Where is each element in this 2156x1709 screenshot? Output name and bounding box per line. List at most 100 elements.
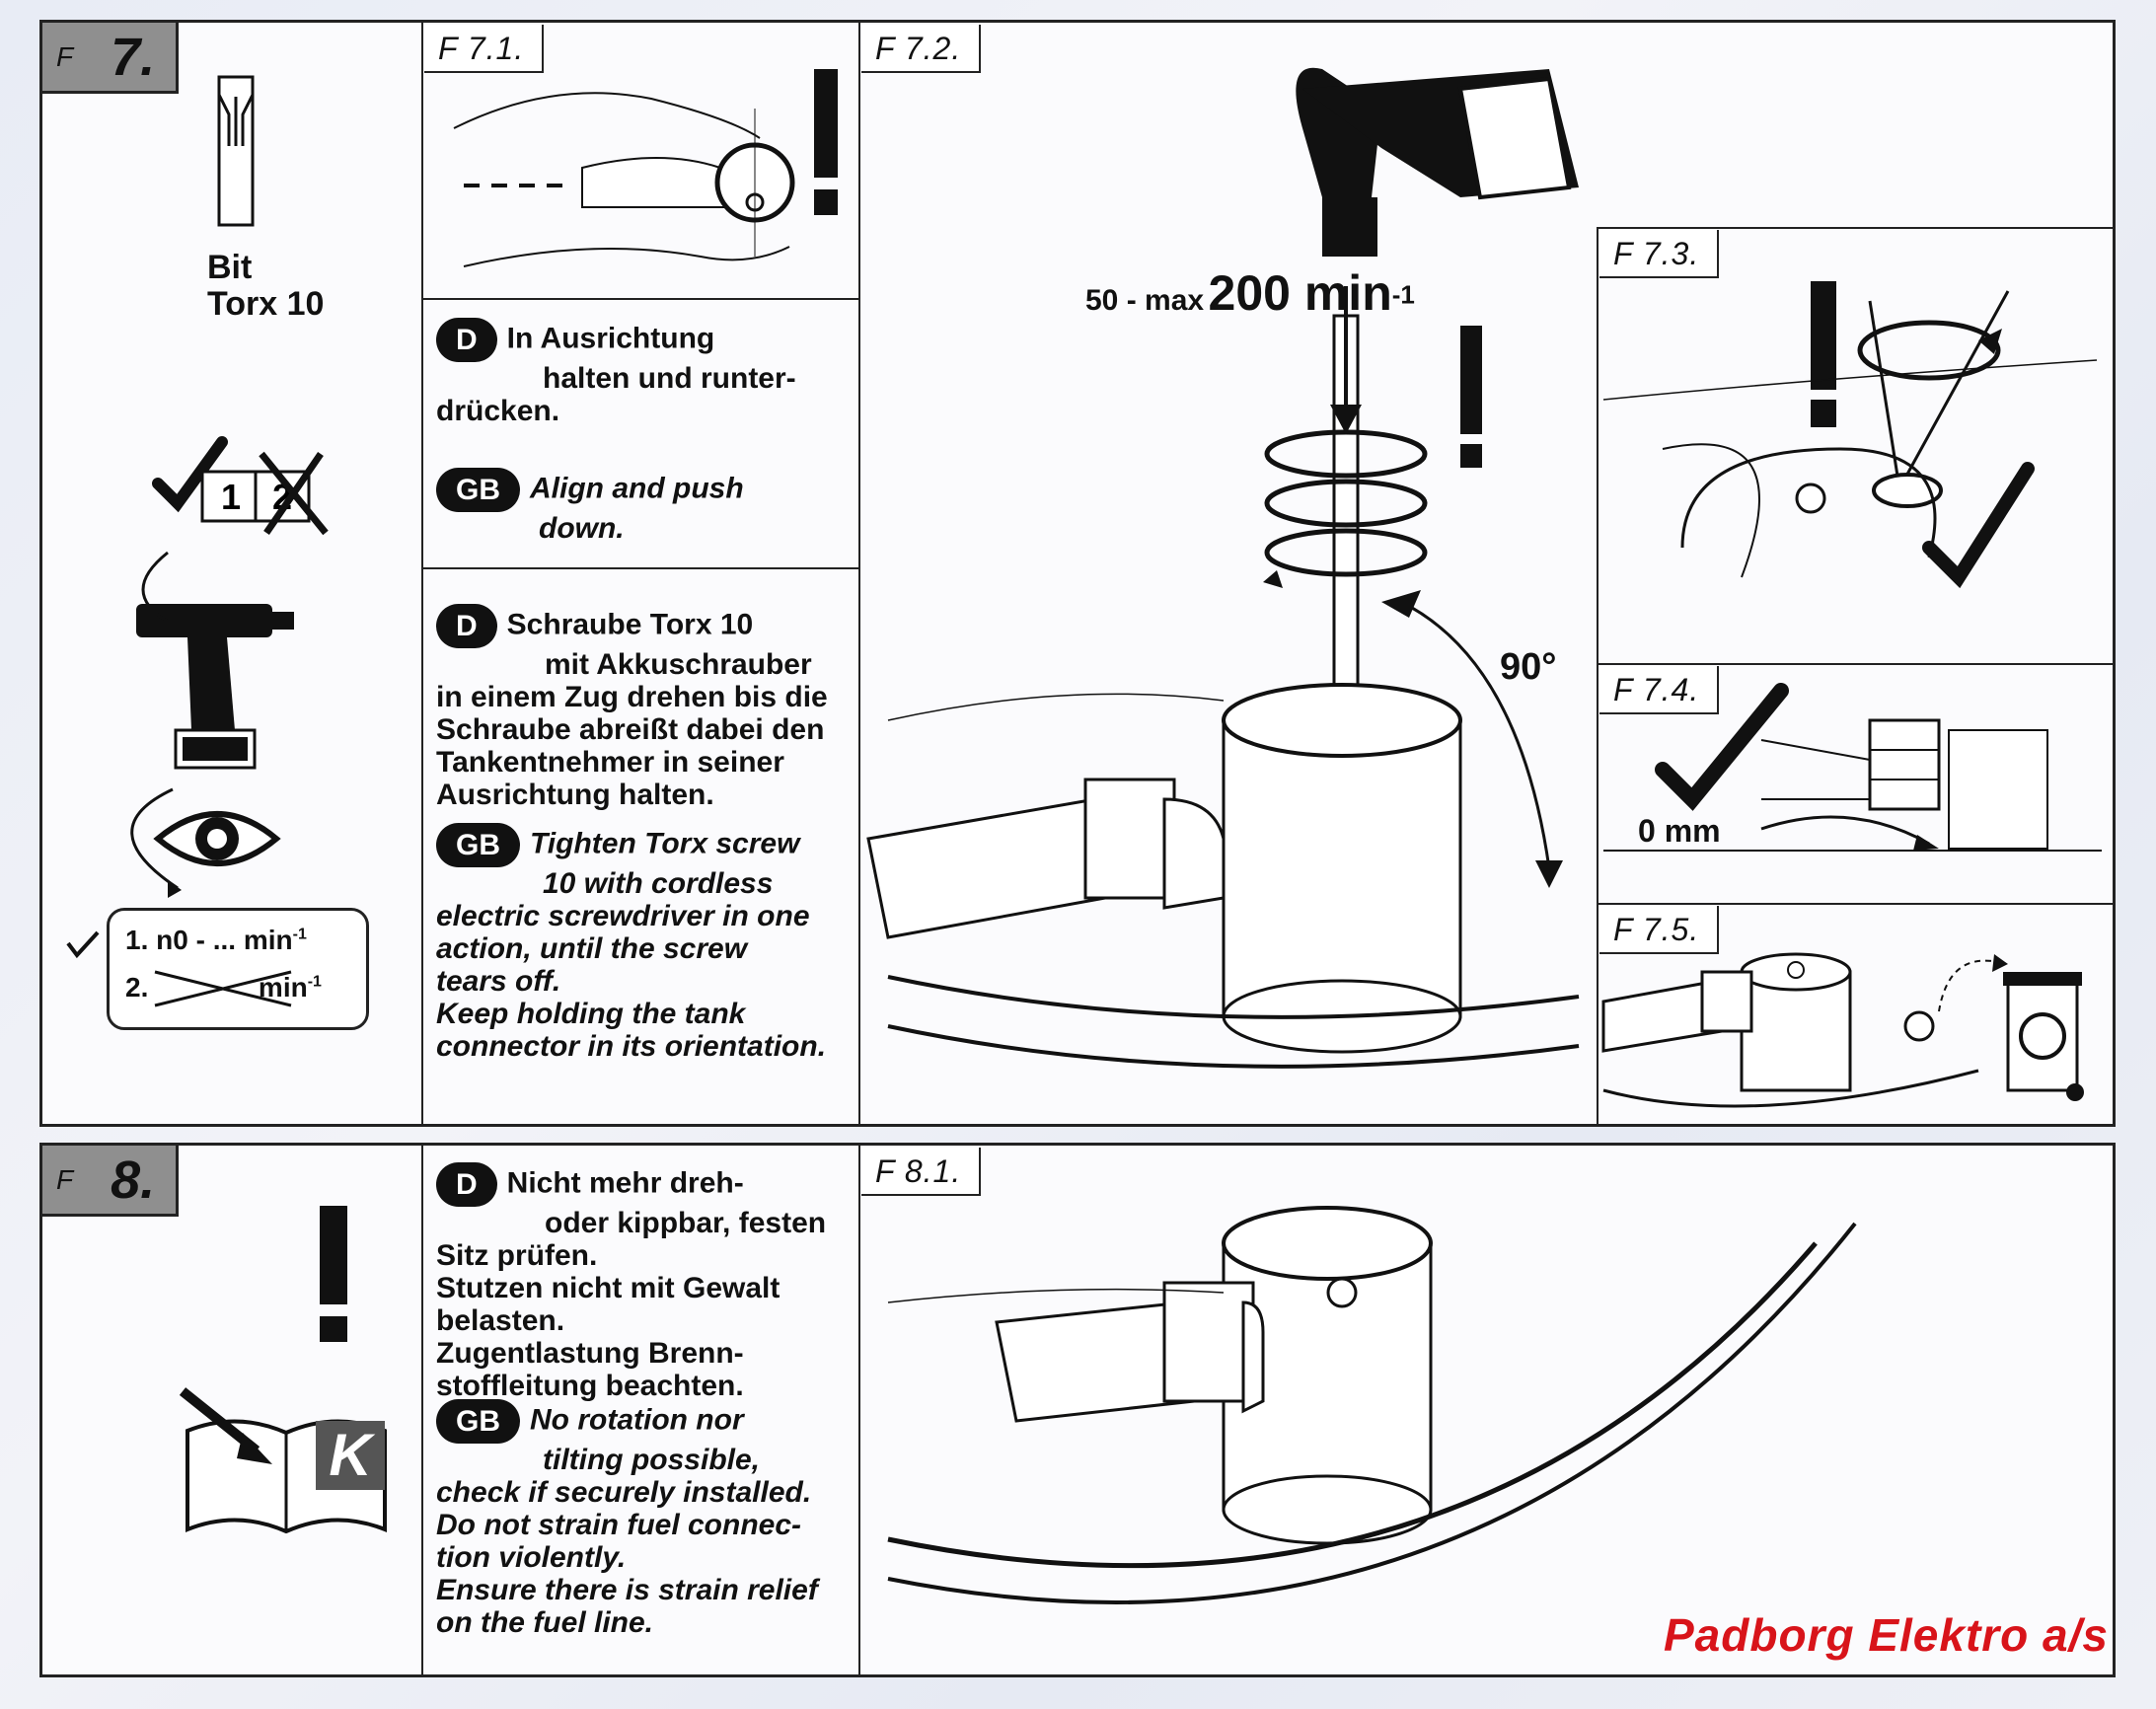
step-7-header: F 7. — [42, 23, 179, 94]
step8-gb-line4: Do not strain fuel connec- — [436, 1509, 802, 1541]
speed-small: 50 - max — [1085, 284, 1205, 317]
speed-line-2-crossed-icon — [154, 970, 292, 1007]
figure-label-7-1: F 7.1. — [424, 25, 545, 73]
speed-line-2: 2. min-1 — [125, 972, 322, 1003]
divider — [421, 1145, 423, 1675]
torx-gb-block: GB Tighten Torx screw 10 with cordless el… — [436, 823, 826, 1063]
speed-sup: -1 — [1391, 279, 1415, 310]
divider — [858, 1145, 860, 1675]
brand-watermark: Padborg Elektro a/s — [1663, 1609, 2109, 1661]
bit-label-line2: Torx 10 — [207, 285, 325, 323]
step-7-panel: F 7. — [39, 20, 2116, 1127]
divider — [858, 22, 860, 1125]
torx-gb-line4: action, until the screw — [436, 932, 748, 965]
torx-d-line4: Schraube abreißt dabei den — [436, 713, 825, 746]
speed-line-2-prefix: 2. — [125, 972, 149, 1003]
figure-label-7-5: F 7.5. — [1599, 906, 1720, 954]
step8-gb-line1: No rotation nor — [530, 1403, 744, 1437]
gap-label: 0 mm — [1638, 813, 1721, 849]
lang-d-badge: D — [436, 318, 497, 362]
speed-big: 200 min — [1208, 265, 1392, 321]
step-8-header: F 8. — [42, 1146, 179, 1217]
torx-d-line1: Schraube Torx 10 — [506, 608, 754, 641]
checkmark-icon — [66, 930, 100, 959]
figure-7-5-illustration — [1601, 952, 2084, 1108]
step8-d-line3: Sitz prüfen. — [436, 1239, 598, 1272]
speed-setting-box: 1. n0 - ... min-1 2. min-1 — [107, 908, 369, 1030]
torx-d-line5: Tankentnehmer in seiner — [436, 746, 784, 779]
figure-label-8-1: F 8.1. — [861, 1148, 982, 1196]
divider — [421, 298, 858, 300]
figure-label-7-4: F 7.4. — [1599, 666, 1720, 714]
align-d-block: D In Ausrichtung halten und runter- drück… — [436, 318, 796, 427]
speed-line-1-sup: -1 — [292, 926, 307, 943]
divider — [1597, 227, 2116, 229]
step8-d-block: D Nicht mehr dreh- oder kippbar, festen S… — [436, 1162, 826, 1402]
torx-gb-line7: connector in its orientation. — [436, 1030, 827, 1063]
step8-d-line1: Nicht mehr dreh- — [506, 1166, 744, 1200]
angle-label: 90° — [1500, 646, 1557, 688]
align-d-line3: drücken. — [436, 395, 560, 427]
speed-line-1-value: n0 - ... min — [156, 925, 293, 955]
step8-gb-line5: tion violently. — [436, 1541, 627, 1574]
align-gb-line1: Align and push — [530, 472, 744, 505]
step-7-prefix: F — [56, 40, 74, 72]
step8-d-line6: Zugentlastung Brenn- — [436, 1337, 744, 1370]
torx-d-line2: mit Akkuschrauber — [545, 648, 812, 681]
lang-gb-badge: GB — [436, 1399, 520, 1444]
figure-7-1-illustration — [453, 69, 838, 267]
speed-line-2-sup: -1 — [307, 973, 322, 991]
torx-gb-line1: Tighten Torx screw — [530, 827, 800, 860]
divider — [1597, 663, 2116, 665]
bit-label-line1: Bit — [207, 249, 253, 286]
step-8-number: 8. — [111, 1150, 156, 1210]
align-d-line2: halten und runter- — [543, 362, 796, 395]
step8-d-line7: stoffleitung beachten. — [436, 1370, 744, 1402]
figure-7-2-illustration — [866, 67, 1580, 1069]
step8-gb-line3: check if securely installed. — [436, 1476, 812, 1509]
book-letter: K — [329, 1422, 372, 1488]
gear-selector-icon: 1 2 — [152, 436, 329, 536]
speed-label: 50 - max 200 min-1 — [1085, 264, 1415, 322]
step-8-prefix: F — [56, 1163, 74, 1195]
step-7-number: 7. — [111, 27, 156, 87]
figure-label-7-3: F 7.3. — [1599, 230, 1720, 278]
torx-gb-line2: 10 with cordless — [543, 867, 774, 900]
step8-d-line2: oder kippbar, festen — [545, 1207, 827, 1239]
exclamation-icon — [320, 1206, 347, 1342]
step8-gb-line7: on the fuel line. — [436, 1606, 654, 1639]
torx-gb-line5: tears off. — [436, 965, 561, 998]
step8-d-line5: belasten. — [436, 1304, 565, 1337]
align-d-line1: In Ausrichtung — [506, 322, 715, 355]
lang-d-badge: D — [436, 604, 497, 648]
step8-gb-line6: Ensure there is strain relief — [436, 1574, 818, 1606]
lang-d-badge: D — [436, 1162, 497, 1207]
align-gb-line2: down. — [539, 512, 625, 545]
lang-gb-badge: GB — [436, 468, 520, 512]
torx-d-line6: Ausrichtung halten. — [436, 779, 714, 811]
gear-1-text: 1 — [221, 477, 241, 517]
lang-gb-badge: GB — [436, 823, 520, 867]
speed-line-1: 1. n0 - ... min-1 — [125, 925, 307, 956]
torx-bit-icon — [217, 75, 255, 227]
step8-gb-block: GB No rotation nor tilting possible, chec… — [436, 1399, 818, 1639]
figure-7-4-illustration — [1603, 683, 2102, 852]
curved-arrow-icon — [130, 551, 182, 898]
figure-8-1-illustration — [887, 1206, 1857, 1604]
torx-gb-line6: Keep holding the tank — [436, 998, 746, 1030]
divider — [421, 567, 858, 569]
torx-d-line3: in einem Zug drehen bis die — [436, 681, 828, 713]
figure-7-3-illustration — [1602, 281, 2098, 589]
torx-gb-line3: electric screwdriver in one — [436, 900, 810, 932]
torx-d-block: D Schraube Torx 10 mit Akkuschrauber in e… — [436, 604, 828, 811]
book-letter-badge: K — [316, 1421, 385, 1490]
figure-label-7-2: F 7.2. — [861, 25, 982, 73]
align-gb-block: GB Align and push down. — [436, 468, 744, 545]
eye-icon — [153, 811, 281, 866]
cordless-drill-icon — [136, 604, 294, 770]
divider — [421, 22, 423, 1125]
divider — [1597, 227, 1598, 1125]
step8-gb-line2: tilting possible, — [543, 1444, 761, 1476]
divider — [1597, 903, 2116, 905]
speed-line-1-prefix: 1. — [125, 925, 149, 955]
